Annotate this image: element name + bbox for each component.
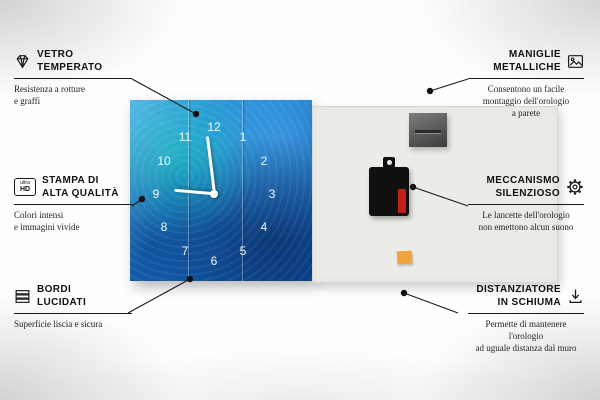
mounting-slot (415, 130, 441, 134)
clock-numeral: 2 (260, 154, 268, 168)
layers-icon (14, 288, 31, 305)
ultra-hd-icon: ultra HD (14, 178, 36, 196)
callout-subtitle: Permette di mantenere l'orologio ad ugua… (475, 319, 577, 354)
glass-seam (242, 100, 243, 281)
picture-frame-icon (567, 53, 584, 70)
clock-numeral: 8 (160, 220, 168, 234)
callout-subtitle: Colori intensi e immagini vivide (14, 210, 80, 233)
callout-subtitle: Le lancette dell'orologio non emettono a… (478, 210, 574, 233)
callout-line (429, 78, 469, 92)
clock-numeral: 9 (152, 187, 160, 201)
clock-numeral: 12 (207, 120, 221, 134)
hanger-hook (383, 157, 395, 168)
callout-subtitle: Resistenza a rotture e graffi (14, 84, 85, 107)
callout-dot (426, 87, 434, 95)
callout-subtitle: Superficie liscia e sicura (14, 319, 103, 329)
clock-numeral: 7 (181, 244, 189, 258)
foam-spacer (396, 250, 413, 265)
metal-mounting-plate (409, 113, 447, 147)
hour-hand (174, 189, 215, 196)
callout-line (127, 278, 191, 314)
callout-title: STAMPA DI ALTA QUALITÀ (42, 175, 119, 199)
gear-icon (566, 178, 584, 196)
callout-title: DISTANZIATORE IN SCHIUMA (476, 284, 561, 308)
callout-line (403, 292, 459, 314)
minute-hand (205, 136, 216, 195)
clock-numeral: 6 (210, 254, 218, 268)
callout-title: VETRO TEMPERATO (37, 49, 103, 73)
callout-polished-edges: BORDI LUCIDATI Superficie liscia e sicur… (14, 283, 132, 330)
clock-front-face: 12 1 2 3 4 5 6 7 8 9 10 11 (130, 100, 312, 281)
clock-numeral: 1 (239, 130, 247, 144)
battery (398, 189, 406, 213)
clock-numeral: 3 (268, 187, 276, 201)
callout-title: MANIGLIE METALLICHE (493, 49, 561, 73)
callout-foam-spacer: DISTANZIATORE IN SCHIUMA Permette di man… (468, 283, 584, 354)
callout-silent-mechanism: MECCANISMO SILENZIOSO Le lancette dell'o… (468, 174, 584, 233)
callout-title: BORDI LUCIDATI (37, 284, 87, 308)
callout-subtitle: Consentono un facile montaggio dell'orol… (482, 84, 570, 119)
callout-print-quality: ultra HD STAMPA DI ALTA QUALITÀ Colori i… (14, 174, 132, 233)
callout-dot (400, 289, 408, 297)
clock-numeral: 10 (157, 154, 171, 168)
clock-numeral: 4 (260, 220, 268, 234)
clock-numeral: 11 (178, 130, 192, 144)
ultra-hd-icon-text: ultra (20, 180, 30, 186)
callout-tempered-glass: VETRO TEMPERATO Resistenza a rotture e g… (14, 48, 132, 107)
callout-title: MECCANISMO SILENZIOSO (486, 175, 560, 199)
arrow-down-icon (567, 288, 584, 305)
clock-center-cap (210, 190, 218, 198)
clock-mechanism (369, 157, 409, 216)
clock-numeral: 5 (239, 244, 247, 258)
diamond-icon (14, 53, 31, 70)
callout-metal-handles: MANIGLIE METALLICHE Consentono un facile… (468, 48, 584, 119)
ultra-hd-icon-text: HD (19, 186, 31, 193)
